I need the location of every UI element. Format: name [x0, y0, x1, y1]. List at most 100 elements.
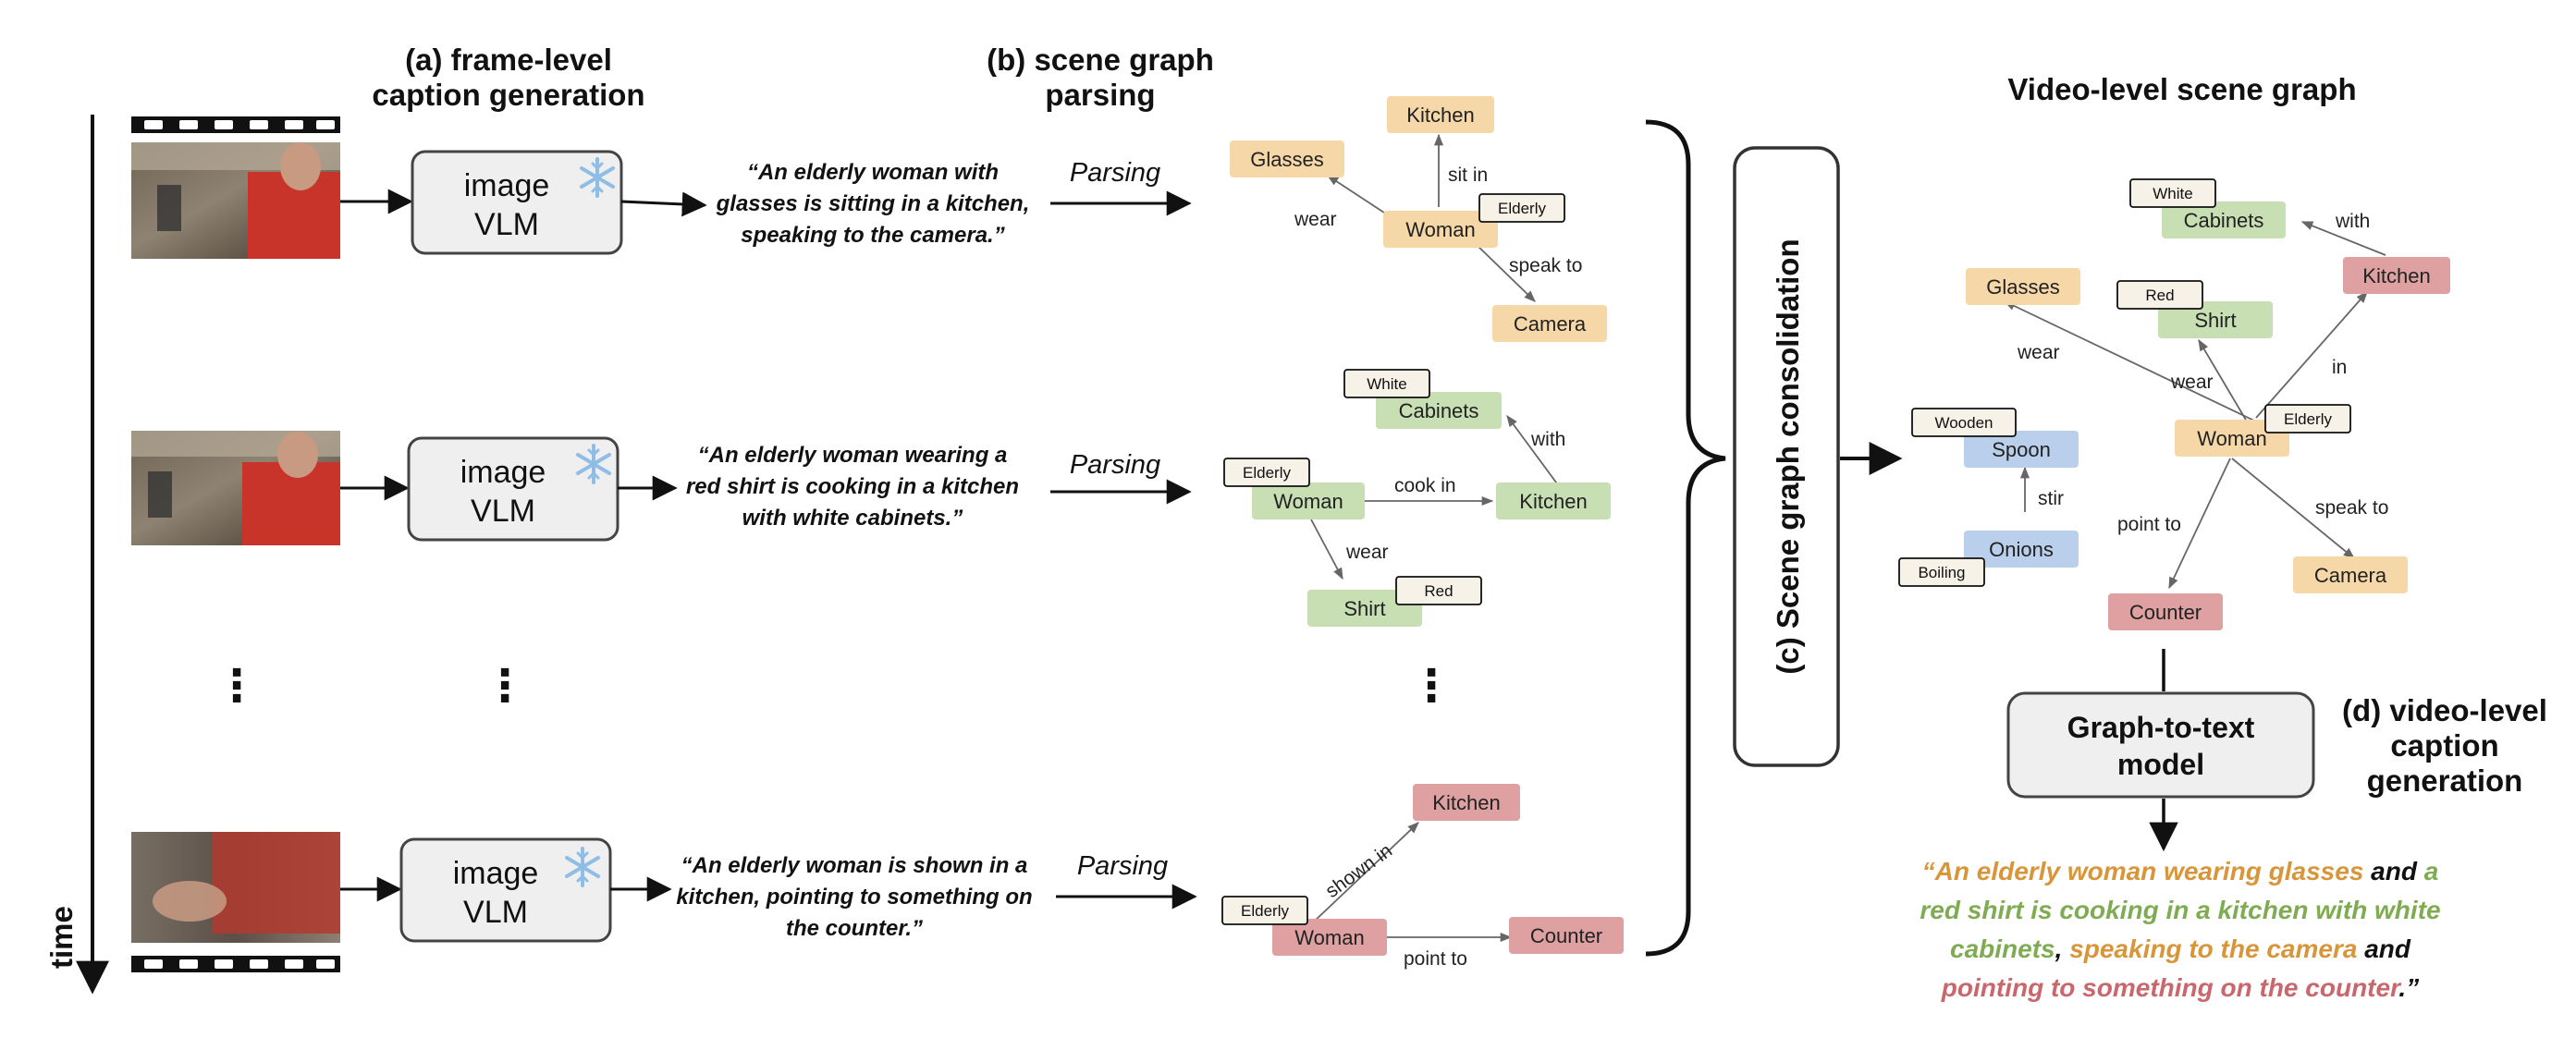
edge-label-shown-in: shown in	[1321, 840, 1396, 902]
tag-label: Elderly	[2284, 410, 2332, 428]
node-label: Kitchen	[1406, 104, 1474, 127]
tag-white	[1343, 369, 1430, 398]
ellipsis-frames: ⋮	[215, 662, 259, 711]
node-cabinets	[2162, 201, 2286, 238]
consolidation-box: (c) Scene graph consolidation	[1733, 146, 1840, 767]
edge-wear	[1326, 175, 1388, 215]
tag-label: Elderly	[1241, 902, 1289, 920]
node-kitchen	[1413, 784, 1520, 821]
tag-wooden	[1911, 408, 2017, 437]
final-caption-line2: red shirt is cooking in a kitchen with w…	[1920, 896, 2440, 924]
node-glasses	[1966, 268, 2080, 305]
caption-segment-comma: ,	[2055, 934, 2070, 963]
node-label: Woman	[1273, 490, 1343, 513]
edge-label-wear: wear	[1294, 209, 1337, 230]
caption-line: kitchen, pointing to something on	[676, 885, 1032, 910]
edge-label-sit-in: sit in	[1448, 165, 1488, 186]
edge-label-cook-in: cook in	[1394, 475, 1456, 496]
node-spoon	[1964, 431, 2079, 468]
film-strip-top	[131, 116, 340, 133]
node-label: Camera	[1514, 312, 1587, 336]
node-label: Counter	[2129, 601, 2202, 624]
video-scene-graph: with wear in wear stir point to speak to…	[1898, 178, 2450, 630]
final-caption-line4: pointing to something on the counter.”	[1941, 973, 2419, 1002]
node-label: Shirt	[1343, 597, 1385, 620]
video-caption-header-line3: generation	[2367, 763, 2523, 798]
node-label: Woman	[1294, 926, 1364, 949]
video-caption-header-line1: (d) video-level	[2342, 693, 2547, 727]
edge-label-stir: stir	[2038, 488, 2064, 509]
tag-white	[2129, 178, 2216, 208]
video-graph-header: Video-level scene graph	[2007, 72, 2356, 106]
ellipsis-vlm: ⋮	[483, 662, 527, 711]
node-woman	[1383, 211, 1498, 248]
vlm-line1: image	[460, 455, 546, 490]
vlm-box-2: image VLM	[407, 436, 619, 542]
scene-graph-2: with cook in wear Cabinets White Woman E…	[1223, 369, 1611, 627]
edge-in	[2255, 291, 2368, 419]
node-counter	[1509, 917, 1624, 954]
tag-red	[1395, 576, 1482, 605]
node-label: Cabinets	[2184, 209, 2264, 232]
edge-wear	[1310, 519, 1343, 580]
node-shirt	[2158, 301, 2273, 338]
node-label: Cabinets	[1399, 399, 1479, 422]
final-caption-line1: “An elderly woman wearing glasses and a	[1922, 857, 2439, 885]
tag-label: Red	[1424, 582, 1453, 600]
tag-elderly	[2264, 404, 2351, 434]
arrow-vlm1-caption	[620, 191, 707, 217]
edge-label-point-to: point to	[1404, 948, 1467, 970]
scene-graph-3: shown in point to Kitchen Woman Elderly …	[1221, 784, 1624, 970]
caption-line: with white cabinets.”	[742, 506, 963, 531]
parsing-label-2: Parsing	[1070, 450, 1160, 480]
caption-line: “An elderly woman with	[747, 160, 999, 185]
node-label: Kitchen	[1432, 791, 1500, 814]
node-label: Onions	[1989, 538, 2054, 561]
tag-red	[2116, 280, 2203, 310]
edge-label-point-to: point to	[2117, 514, 2181, 535]
time-label: time	[44, 906, 79, 969]
tag-label: Red	[2145, 287, 2174, 304]
video-caption-header-line2: caption	[2390, 728, 2498, 763]
frame-caption-2: “An elderly woman wearing a red shirt is…	[686, 443, 1019, 531]
edge-with	[1506, 414, 1560, 487]
caption-line: “An elderly woman is shown in a	[681, 853, 1028, 878]
edge-label-wear-shirt: wear	[2170, 372, 2214, 393]
frame-caption-header-line1: (a) frame-level	[405, 43, 612, 77]
tag-elderly	[1223, 458, 1310, 487]
tag-label: Elderly	[1498, 200, 1546, 217]
model-label-line2: model	[2117, 748, 2204, 781]
edge-speak-to	[1475, 243, 1536, 302]
node-label: Counter	[1530, 924, 1602, 947]
video-frame-2	[131, 431, 340, 545]
vlm-box-1: image VLM	[411, 150, 623, 255]
edge-label-wear: wear	[1345, 542, 1389, 563]
tag-label: Wooden	[1934, 414, 1993, 432]
node-counter	[2108, 593, 2223, 630]
vlm-line2: VLM	[474, 207, 539, 242]
node-label: Woman	[2197, 427, 2266, 450]
node-woman	[2175, 420, 2289, 457]
edge-wear-glasses	[2003, 300, 2257, 422]
vlm-line1: image	[453, 856, 539, 891]
caption-line: “An elderly woman wearing a	[698, 443, 1008, 468]
node-label: Glasses	[1250, 148, 1323, 171]
edge-label-speak-to: speak to	[2315, 497, 2388, 519]
caption-segment-and: and	[2363, 857, 2423, 885]
video-level-caption: “An elderly woman wearing glasses and a …	[1920, 857, 2440, 1002]
node-glasses	[1230, 140, 1344, 177]
node-label: Spoon	[1992, 438, 2051, 461]
edge-speak-to	[2231, 458, 2355, 559]
edge-point-to	[2168, 458, 2231, 590]
edge-wear-shirt	[2198, 338, 2248, 422]
final-caption-line3: cabinets, speaking to the camera and	[1950, 934, 2411, 963]
caption-line: glasses is sitting in a kitchen,	[716, 191, 1030, 216]
node-label: Shirt	[2194, 309, 2236, 332]
edge-shown-in	[1312, 822, 1419, 923]
scene-parsing-header-line2: parsing	[1045, 78, 1155, 112]
node-shirt	[1307, 590, 1422, 627]
node-woman	[1272, 919, 1387, 956]
vlm-line1: image	[464, 168, 550, 203]
edge-label-speak-to: speak to	[1509, 255, 1582, 276]
